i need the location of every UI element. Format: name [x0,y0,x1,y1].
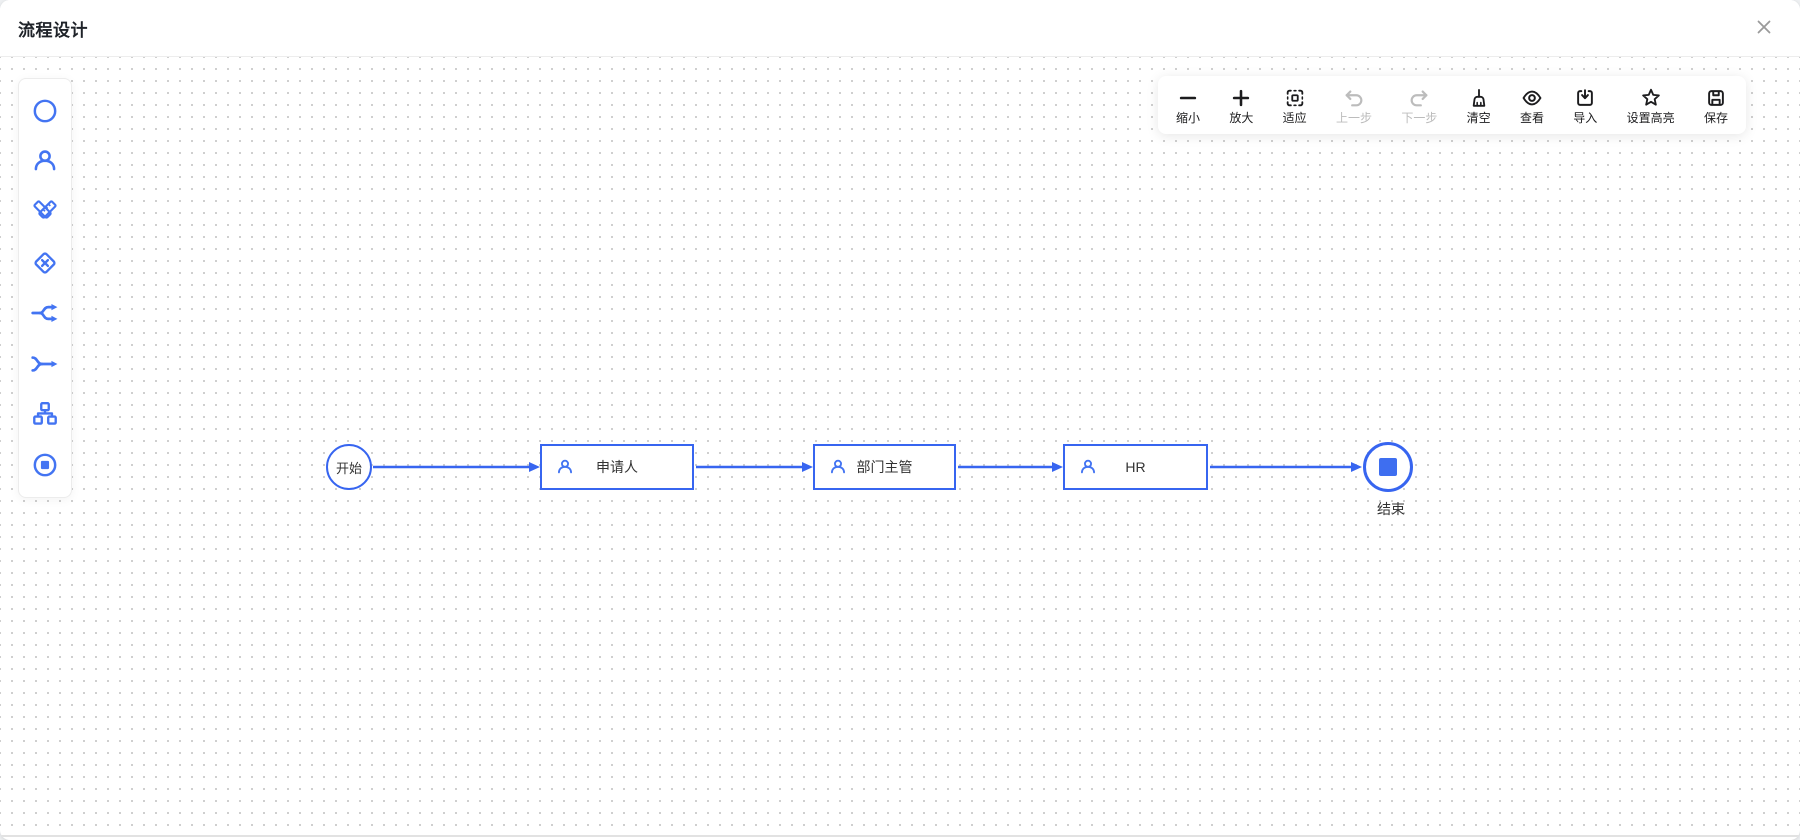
toolbar-label: 上一步 [1335,110,1372,125]
close-button[interactable] [1750,14,1778,42]
user-node-icon [30,146,60,176]
pencil-ruler-icon [30,197,60,227]
task-node-applicant[interactable]: 申请人 [540,444,694,490]
palette-tool-join[interactable] [26,345,64,383]
start-node[interactable]: 开始 [326,444,372,490]
page-title: 流程设计 [18,20,88,40]
palette-tool-user[interactable] [26,142,64,180]
toolbar-highlight-button[interactable]: 设置高亮 [1625,85,1677,126]
join-merge-icon [30,349,60,379]
toolbar-save-button[interactable]: 保存 [1702,85,1730,126]
toolbar-clear-button[interactable]: 清空 [1465,85,1493,126]
flow-canvas[interactable]: 开始 申请人 部门主管 HR 结束 [0,57,1800,830]
task-node-label: HR [1125,459,1146,475]
save-icon [1705,87,1727,109]
user-icon [555,457,575,477]
toolbar-redo-button[interactable]: 下一步 [1399,85,1439,126]
toolbar-label: 放大 [1229,110,1254,125]
toolbar-label: 保存 [1703,110,1728,125]
palette-tool-end[interactable] [26,446,64,484]
fork-branch-icon [30,298,60,328]
task-node-manager[interactable]: 部门主管 [813,444,956,490]
user-icon [1078,457,1098,477]
import-icon [1574,87,1596,109]
zoom-out-icon [1177,87,1199,109]
end-node-label: 结束 [1377,501,1405,517]
palette-tool-fork[interactable] [26,294,64,332]
window-header: 流程设计 [0,0,1800,57]
toolbar-undo-button[interactable]: 上一步 [1334,85,1374,126]
org-chart-icon [30,400,60,430]
eye-icon [1521,87,1543,109]
end-node-icon [30,450,60,480]
palette-tool-gateway[interactable] [26,244,64,282]
star-icon [1640,87,1662,109]
redo-icon [1408,87,1430,109]
task-node-hr[interactable]: HR [1063,444,1208,490]
gateway-diamond-icon [30,248,60,278]
edge-layer [373,462,1362,472]
end-square-icon [1379,458,1397,476]
toolbar-zoom-in-button[interactable]: 放大 [1227,85,1255,126]
toolbar-label: 设置高亮 [1626,110,1675,125]
start-node-label: 开始 [335,460,362,476]
toolbar-label: 缩小 [1176,110,1201,125]
toolbar-label: 清空 [1466,110,1491,125]
palette-tool-orgchart[interactable] [26,396,64,434]
user-icon [828,457,848,477]
task-node-label: 部门主管 [856,459,913,475]
toolbar-label: 查看 [1519,110,1544,125]
zoom-in-icon [1230,87,1252,109]
close-icon [1755,18,1773,39]
canvas-toolbar: 缩小 放大 适应 上一步 下一步 清空 [1158,76,1746,134]
end-node[interactable]: 结束 [1363,442,1413,517]
toolbar-fit-view-button[interactable]: 适应 [1281,85,1309,126]
toolbar-label: 适应 [1282,110,1307,125]
node-palette [18,78,72,498]
undo-icon [1343,87,1365,109]
toolbar-label: 下一步 [1401,110,1438,125]
toolbar-zoom-out-button[interactable]: 缩小 [1174,85,1202,126]
toolbar-import-button[interactable]: 导入 [1571,85,1599,126]
palette-tool-circle[interactable] [26,92,64,130]
palette-tool-edit[interactable] [26,193,64,231]
task-node-label: 申请人 [596,459,638,475]
toolbar-view-button[interactable]: 查看 [1518,85,1546,126]
toolbar-label: 导入 [1573,110,1598,125]
clear-broom-icon [1468,87,1490,109]
fit-view-icon [1284,87,1306,109]
circle-node-icon [30,96,60,126]
